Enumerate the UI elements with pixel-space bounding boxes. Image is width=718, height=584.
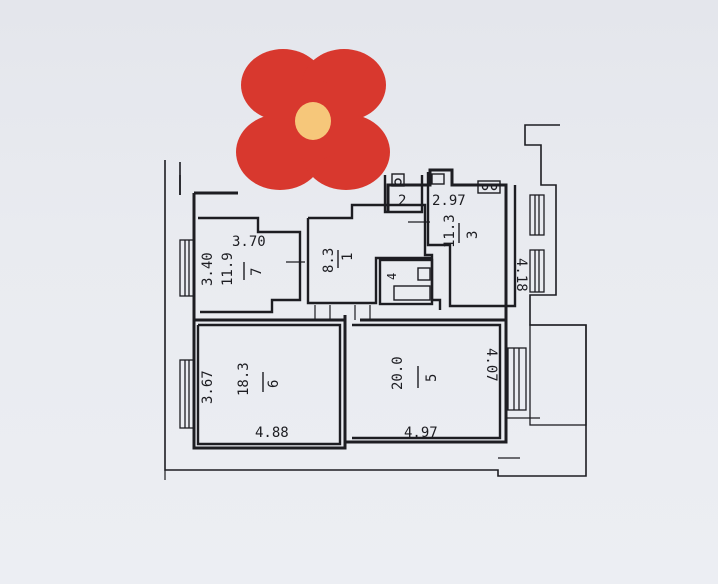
room-5-label: 20.0 5 4.07 4.97 (390, 348, 499, 441)
room-5-dim-side: 4.07 (483, 348, 499, 382)
room-6-number: 6 (266, 380, 282, 388)
flower-center (295, 102, 331, 140)
room-3-dim-top: 2.97 (432, 193, 466, 209)
stove-icon (477, 180, 501, 194)
window-room7 (179, 239, 195, 297)
room-7-label: 3.70 3.40 11.9 7 (200, 234, 266, 286)
exterior-walls (192, 168, 508, 450)
bathtub-icon (393, 285, 431, 301)
room-1-number: 1 (340, 253, 356, 261)
room-4-number: 4 (385, 273, 399, 280)
window-room6 (179, 359, 195, 429)
doors (164, 221, 540, 480)
interior-walls (196, 172, 517, 446)
room-5-dim-bottom: 4.97 (404, 425, 438, 441)
flower-sticker-icon (236, 49, 390, 190)
room-5-area: 20.0 (390, 356, 406, 390)
window-room3-b (529, 249, 545, 293)
room-labels: 3.70 3.40 11.9 7 8.3 1 2 4 2.97 11.3 3 4… (200, 193, 529, 441)
toilet-icon (391, 173, 405, 187)
room-3-dim-side: 4.18 (513, 258, 529, 292)
room-6-area: 18.3 (236, 362, 252, 396)
room-7-dim-top: 3.70 (232, 234, 266, 250)
room-6-dim-bottom: 4.88 (255, 425, 289, 441)
room-7-number: 7 (249, 268, 265, 276)
room-2-number: 2 (398, 193, 406, 209)
fixtures (391, 173, 501, 301)
room-3-label: 2.97 11.3 3 4.18 (432, 193, 529, 292)
room-5-number: 5 (424, 374, 440, 382)
room-1-label: 8.3 1 (321, 248, 356, 273)
window-room3-a (529, 194, 545, 236)
room-1-area: 8.3 (321, 248, 337, 273)
room-7-dim-side: 3.40 (200, 252, 216, 286)
room-7-area: 11.9 (220, 252, 236, 286)
room-6-dim-side: 3.67 (200, 370, 216, 404)
building-outline (164, 124, 587, 477)
room-3-number: 3 (465, 231, 481, 239)
room-6-label: 3.67 18.3 6 4.88 (200, 362, 289, 441)
balcony (529, 324, 587, 426)
windows (179, 194, 587, 429)
room-3-area: 11.3 (442, 214, 458, 248)
window-room5 (507, 347, 527, 411)
